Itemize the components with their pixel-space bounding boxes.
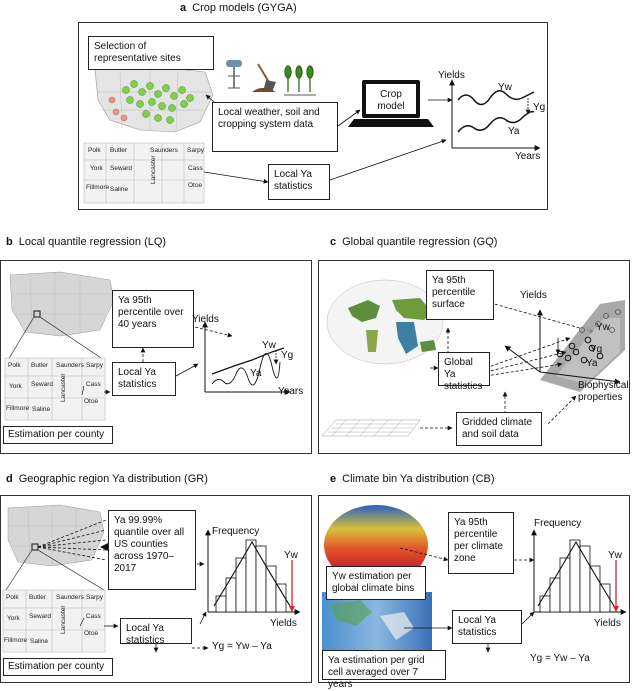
crop-model-label: Crop model bbox=[377, 89, 405, 112]
years-label-b: Years bbox=[278, 386, 304, 397]
yw-est-box-e: Yw estimation per global climate bins bbox=[326, 566, 426, 600]
yw-label-e: Yw bbox=[608, 550, 622, 561]
quantile-box-d: Ya 99.99% quantile over all US counties … bbox=[108, 510, 196, 590]
ya-label-b: Ya bbox=[250, 368, 262, 379]
surface-box-c: Ya 95th percentile surface bbox=[426, 270, 494, 320]
site-dots bbox=[122, 80, 194, 124]
ya-label-c: Ya bbox=[586, 358, 598, 369]
yields-label-c: Yields bbox=[520, 290, 547, 301]
frequency-label-e: Frequency bbox=[534, 518, 582, 529]
ya95-box-b: Ya 95th percentile over 40 years bbox=[112, 290, 194, 348]
ya-stats-box-a: Local Ya statistics bbox=[268, 164, 330, 200]
yw-label-b: Yw bbox=[262, 340, 276, 351]
local-stats-box-e: Local Ya statistics bbox=[452, 610, 522, 644]
estimation-box-d: Estimation per county bbox=[3, 658, 113, 676]
biophysical-label-c: Biophysical properties bbox=[578, 380, 629, 403]
yields-label-e: Yields bbox=[594, 618, 621, 629]
sites-box: Selection of representative sites bbox=[88, 36, 214, 70]
yg-label-a: Yg bbox=[533, 102, 546, 113]
estimation-box-b: Estimation per county bbox=[3, 426, 113, 444]
ya-est-box-e: Ya estimation per grid cell averaged ove… bbox=[322, 650, 446, 690]
yg-label-b: Yg bbox=[281, 350, 294, 361]
frequency-label-d: Frequency bbox=[212, 526, 260, 537]
years-label-a: Years bbox=[515, 151, 541, 162]
local-stats-box-d: Local Ya statistics bbox=[120, 618, 192, 646]
yields-label-b: Yields bbox=[192, 314, 219, 325]
weather-box: Local weather, soil and cropping system … bbox=[212, 102, 338, 152]
formula-e: Yg = Yw – Ya bbox=[530, 653, 590, 664]
soil-shovel-icon bbox=[252, 63, 276, 92]
yw-label-c: Yw bbox=[596, 322, 610, 333]
global-stats-box-c: Global Ya statistics bbox=[438, 352, 490, 392]
yields-label-a: Yields bbox=[438, 70, 465, 81]
gridded-box-c: Gridded climate and soil data bbox=[456, 412, 542, 446]
yw-label-a: Yw bbox=[498, 82, 512, 93]
ya-label-a: Ya bbox=[508, 126, 520, 137]
yg-label-c: Yg bbox=[590, 344, 603, 355]
yields-label-d: Yields bbox=[270, 618, 297, 629]
formula-d: Yg = Yw – Ya bbox=[212, 641, 272, 652]
ya95-box-e: Ya 95th percentile per climate zone bbox=[448, 512, 514, 574]
crop-rows-icon bbox=[284, 65, 316, 96]
yw-label-d: Yw bbox=[284, 550, 298, 561]
local-stats-box-b: Local Ya statistics bbox=[112, 362, 176, 396]
weather-station-icon bbox=[226, 60, 242, 89]
